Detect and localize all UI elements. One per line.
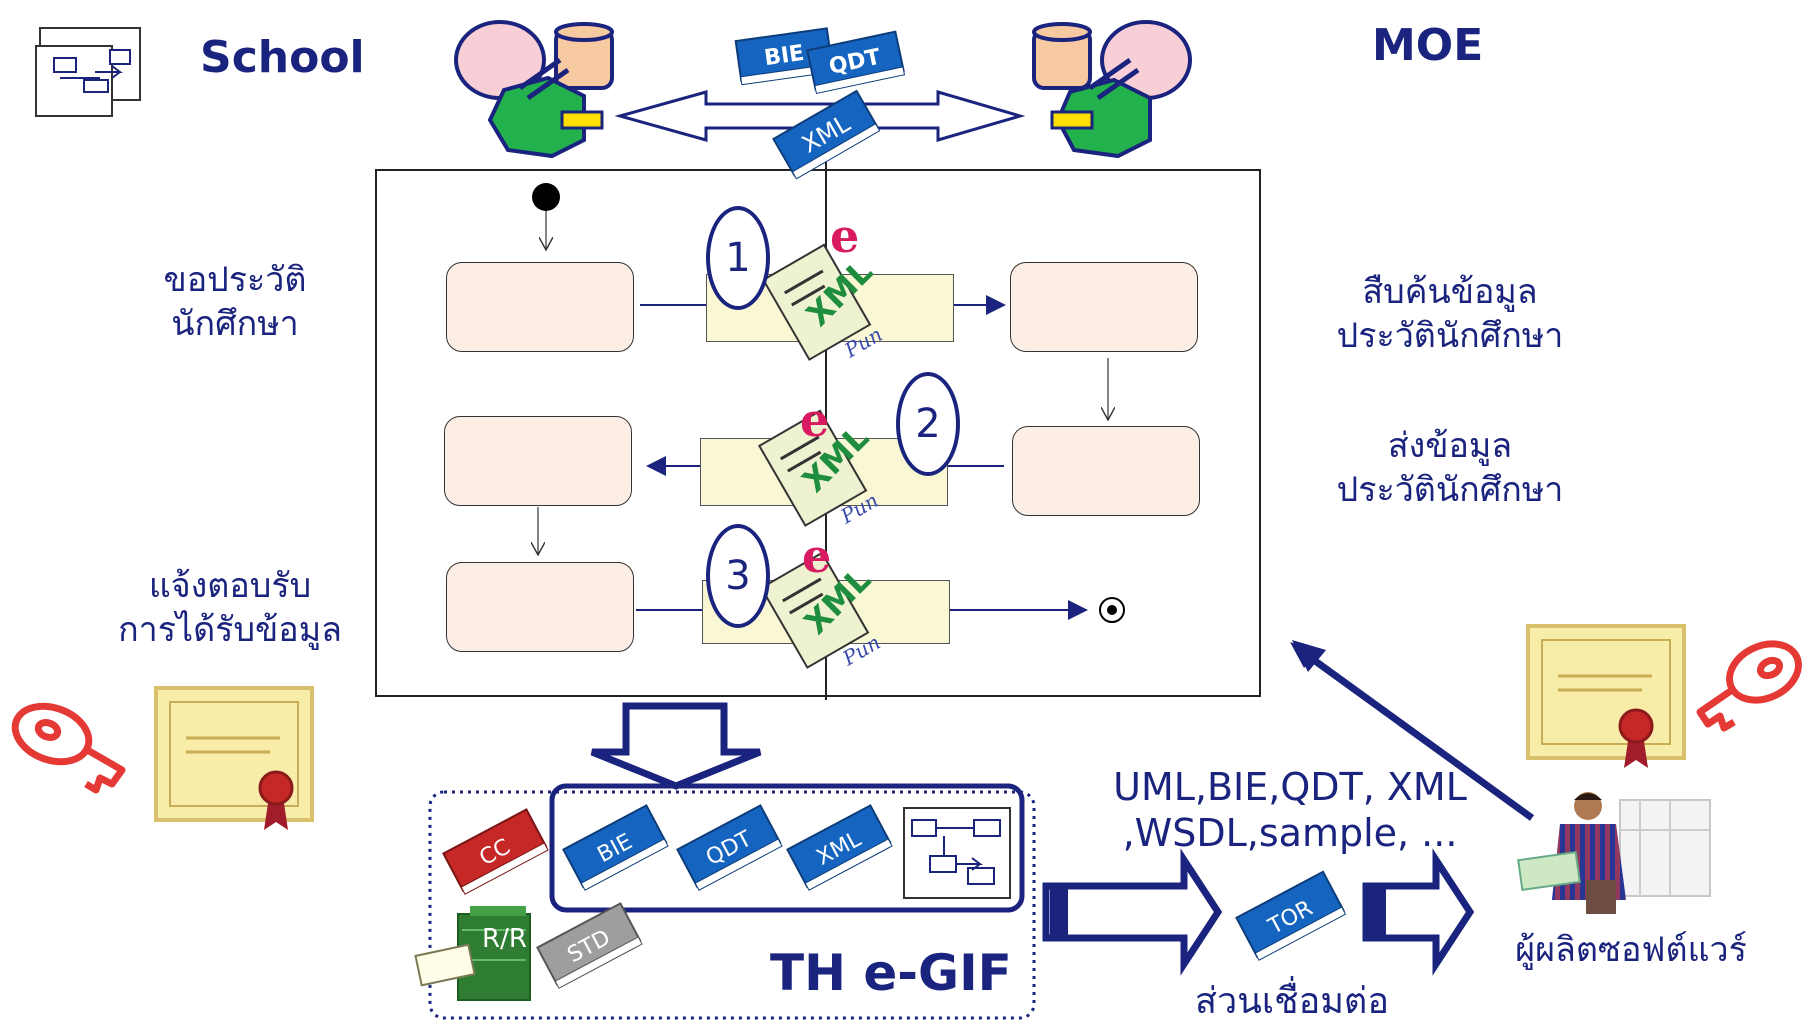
org-chart-icon xyxy=(35,27,141,117)
certificate-right-icon xyxy=(1526,624,1686,768)
activity-send-box xyxy=(1012,426,1200,516)
activity-receive-box xyxy=(444,416,632,506)
label-acknowledge: แจ้งตอบรับ การได้รับข้อมูล xyxy=(118,566,342,650)
book-repo-xml: XML xyxy=(786,804,893,891)
key-right-icon xyxy=(1696,640,1802,732)
moe-title: MOE xyxy=(1372,20,1484,71)
signed-xml-doc-3: XML e Pun xyxy=(759,529,884,671)
label-search-history: สืบค้นข้อมูล ประวัตินักศึกษา xyxy=(1336,272,1564,356)
developer-label: ผู้ผลิตซอฟต์แวร์ xyxy=(1515,930,1747,970)
book-cc: CC xyxy=(442,808,549,895)
label-request-history: ขอประวัติ นักศึกษา xyxy=(163,260,307,344)
step-3-badge: 3 xyxy=(706,524,770,628)
model-diagram-icon xyxy=(903,807,1011,899)
book-std: STD xyxy=(536,902,643,989)
signed-xml-doc-1: XML e Pun xyxy=(761,218,886,363)
interface-label: ส่วนเชื่อมต่อ xyxy=(1195,981,1389,1022)
svg-text:e: e xyxy=(802,529,831,583)
label-send-history: ส่งข้อมูล ประวัตินักศึกษา xyxy=(1336,426,1564,510)
step-1-badge: 1 xyxy=(706,206,770,310)
svg-text:e: e xyxy=(830,218,859,263)
server-label: R/R xyxy=(482,924,527,954)
book-repo-bie: BIE xyxy=(562,804,669,891)
end-node xyxy=(1099,597,1125,623)
signed-xml-doc-2: XML e Pun xyxy=(757,393,882,529)
school-title: School xyxy=(200,32,365,83)
key-left-icon xyxy=(11,702,126,794)
repository-books: CC BIE QDT XML STD xyxy=(442,804,893,989)
feedback-arrow xyxy=(1297,647,1535,821)
certificate-left-icon xyxy=(154,686,314,830)
book-qdt: QDT xyxy=(806,30,906,95)
activity-search-box xyxy=(1010,262,1198,352)
school-system-icon xyxy=(454,20,614,159)
developer-figure xyxy=(1517,792,1711,914)
top-book-stack: BIE QDT xyxy=(734,27,906,95)
step-2-badge: 2 xyxy=(896,372,960,476)
book-tor: TOR xyxy=(1235,870,1347,961)
activity-ack-box xyxy=(446,562,634,652)
repository-frame xyxy=(428,790,1036,1020)
server-icon xyxy=(414,906,531,1001)
center-xml-book: XML xyxy=(772,89,881,180)
book-group-frame xyxy=(549,783,1025,913)
down-arrow xyxy=(590,702,762,790)
th-egif-title: TH e-GIF xyxy=(770,944,1012,1002)
start-node xyxy=(532,183,560,211)
activity-request-box xyxy=(446,262,634,352)
svg-text:BIE: BIE xyxy=(763,41,806,71)
svg-text:e: e xyxy=(800,393,829,447)
moe-system-icon xyxy=(1032,20,1192,159)
artifact-list: UML,BIE,QDT, XML ,WSDL,sample, ... xyxy=(1113,765,1467,855)
book-repo-qdt: QDT xyxy=(676,804,783,891)
to-tor-arrow xyxy=(1042,848,1223,976)
